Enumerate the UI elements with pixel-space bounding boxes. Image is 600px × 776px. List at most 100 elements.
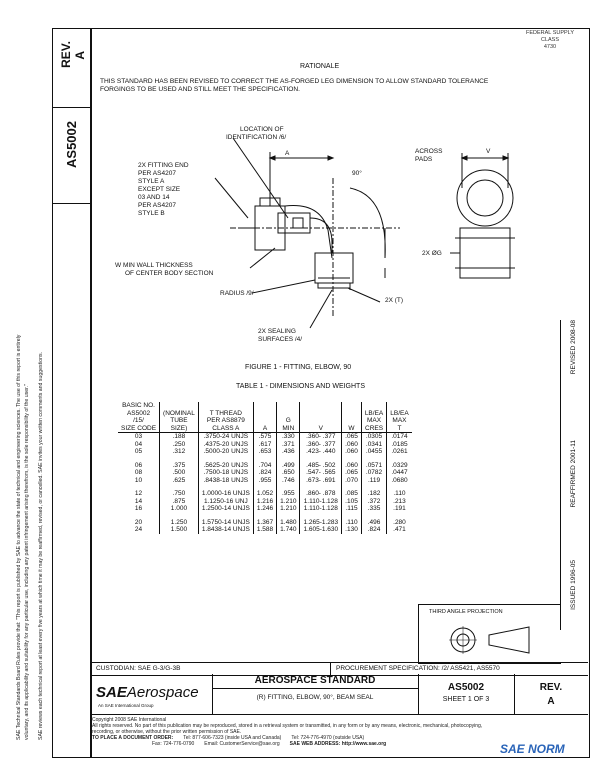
table-row: 05.312.5000-20 UNJS.653.436.423- .440.06… bbox=[118, 448, 412, 456]
label-2x-g: 2X ØG bbox=[422, 250, 442, 257]
footer-rights-2: recording, or otherwise, without the pri… bbox=[92, 729, 242, 735]
label-dim-a: A bbox=[285, 150, 290, 157]
table-cell: .0261 bbox=[386, 448, 412, 456]
table-cell bbox=[276, 455, 300, 462]
footer-web: SAE WEB ADDRESS: http://www.sae.org bbox=[289, 741, 387, 747]
footer-contact-row-2: Fax: 724-776-0790 Email: CustomerService… bbox=[92, 741, 586, 747]
custodian-divider bbox=[330, 663, 331, 675]
label-sealing-1: 2X SEALING bbox=[258, 328, 296, 335]
table-cell: .575 bbox=[252, 432, 277, 441]
table-cell: .182 bbox=[360, 490, 387, 498]
table-cell: 1.0000-16 UNJS bbox=[197, 490, 254, 498]
table-cell: 16 bbox=[134, 505, 143, 512]
elbow-side-view bbox=[230, 178, 400, 318]
document-subtitle: (R) FITTING, ELBOW, 90°, BEAM SEAL bbox=[256, 694, 374, 701]
table-cell: .0329 bbox=[386, 461, 412, 469]
revision-strip: REVISED 2008-08 REAFFIRMED 2001-11 ISSUE… bbox=[560, 320, 589, 630]
table-cell: .375 bbox=[159, 461, 199, 469]
label-fitting-3: STYLE A bbox=[138, 178, 165, 185]
title-rev-box: REV. A bbox=[514, 674, 588, 714]
table-cell: .824 bbox=[252, 469, 277, 477]
figure-caption: FIGURE 1 - FITTING, ELBOW, 90 bbox=[245, 364, 352, 371]
table-cell bbox=[341, 512, 362, 519]
table-cell: .312 bbox=[159, 448, 199, 456]
elbow-top-leg bbox=[277, 212, 311, 234]
table-row bbox=[118, 512, 412, 519]
side-doc-number: AS5002 bbox=[64, 121, 79, 168]
footer-tel-2: Tel: 724-776-4970 (outside USA) bbox=[291, 735, 365, 741]
table-header-line: /15/ bbox=[133, 417, 144, 424]
table-row: 08.500.7500-18 UNJS.824.650.547- .565.06… bbox=[118, 469, 412, 477]
table-cell: .423- .440 bbox=[299, 448, 342, 456]
table-cell bbox=[252, 455, 277, 462]
legal-col-1: SAE Technical Standards Board Rules prov… bbox=[16, 334, 22, 740]
table-cell: .875 bbox=[159, 497, 199, 505]
table-header-col-6: W bbox=[341, 402, 362, 433]
table-cell: .0680 bbox=[386, 476, 412, 484]
table-cell: .485- .502 bbox=[299, 461, 342, 469]
table-header-line: T THREAD bbox=[209, 409, 242, 417]
table-cell: 1.216 bbox=[252, 497, 277, 505]
label-fitting-6: PER AS4207 bbox=[138, 202, 176, 209]
procurement-spec: PROCUREMENT SPECIFICATION: /2/ AS5421, A… bbox=[336, 665, 500, 672]
table-cell: .115 bbox=[341, 505, 362, 513]
label-wmin-2: OF CENTER BODY SECTION bbox=[125, 270, 214, 277]
table-cell bbox=[299, 484, 342, 490]
footer-contact-row-1: TO PLACE A DOCUMENT ORDER: Tel: 877-606-… bbox=[92, 735, 586, 741]
table-cell bbox=[159, 455, 199, 462]
table-header-col-5: V bbox=[299, 402, 342, 433]
footer-order-label: TO PLACE A DOCUMENT ORDER: bbox=[92, 735, 174, 741]
table-header-line: TUBE bbox=[170, 417, 188, 424]
table-cell: 1.265-1.283 bbox=[299, 518, 342, 526]
table-cell: .0305 bbox=[360, 432, 387, 441]
sae-norm-watermark: SAE NORM bbox=[500, 742, 565, 756]
table-cell: .3750-24 UNJS bbox=[197, 432, 254, 441]
side-panel: REV. A AS5002 bbox=[52, 28, 92, 758]
table-cell: .547- .565 bbox=[299, 469, 342, 477]
table-header-line: A bbox=[262, 424, 268, 432]
label-location-1: LOCATION OF bbox=[240, 126, 284, 133]
sae-logo-sub: An SAE International Group bbox=[98, 703, 154, 708]
table-cell: .499 bbox=[276, 461, 300, 469]
label-angle: 90° bbox=[352, 170, 362, 177]
table-cell: .5000-20 UNJS bbox=[197, 448, 254, 456]
revised-date: REVISED 2008-08 bbox=[570, 320, 577, 375]
table-cell: .110 bbox=[341, 518, 362, 526]
table-header-line: CRES bbox=[365, 424, 384, 432]
sae-logo: SAEAerospace bbox=[96, 684, 199, 701]
docnum-box: AS5002 SHEET 1 OF 3 bbox=[418, 674, 515, 714]
table-cell: 10 bbox=[134, 476, 143, 484]
table-cell: .360- .377 bbox=[299, 440, 342, 448]
table-cell: 20 bbox=[134, 518, 143, 526]
table-cell: .500 bbox=[159, 469, 199, 477]
table-row bbox=[118, 484, 412, 490]
table-cell bbox=[299, 455, 342, 462]
table-cell: .060 bbox=[341, 440, 362, 448]
table-header-line: T bbox=[397, 424, 402, 432]
table-header-line: LB/EA bbox=[390, 409, 409, 417]
elbow-end-view bbox=[450, 153, 515, 279]
table-cell: .119 bbox=[360, 476, 387, 484]
table-cell: .0571 bbox=[360, 461, 387, 469]
table-cell bbox=[197, 455, 254, 462]
table-cell bbox=[197, 512, 254, 519]
table-header-line: G bbox=[285, 417, 291, 424]
title-rev-value: A bbox=[547, 696, 555, 707]
table-cell: .5625-20 UNJS bbox=[197, 461, 254, 469]
label-sealing-2: SURFACES /4/ bbox=[258, 336, 303, 343]
table-cell: .280 bbox=[386, 518, 412, 526]
projection-symbol bbox=[449, 626, 530, 654]
table-cell: 1.000 bbox=[159, 505, 199, 513]
header-note-line-2: 4730 bbox=[543, 44, 557, 50]
table-header-line: SIZE) bbox=[170, 424, 188, 432]
table-cell: 03 bbox=[134, 433, 143, 440]
table-row: 03.188.3750-24 UNJS.575.330.360- .377.06… bbox=[118, 432, 412, 441]
table-cell: .060 bbox=[341, 448, 362, 456]
side-rev-label: REV. bbox=[59, 41, 73, 68]
table-row: 04.250.4375-20 UNJS.617.371.360- .377.06… bbox=[118, 440, 412, 448]
table-cell: 1.110-1.128 bbox=[299, 497, 342, 505]
table-header-line: PER AS8879 bbox=[206, 417, 245, 424]
